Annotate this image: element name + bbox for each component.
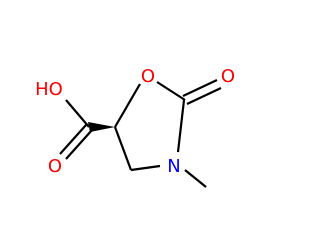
bond-acid-c-oh: [65, 99, 90, 128]
bond-c2-o-double-b: [186, 87, 222, 105]
acid-oxygen-label: O: [48, 156, 62, 177]
ring-nitrogen-label: N: [167, 156, 180, 177]
bond-c2-o-double-a: [182, 79, 218, 97]
bond-acid-c-o-double-a: [59, 124, 87, 155]
bond-n3-methyl: [184, 169, 207, 188]
bond-o1-c2: [156, 81, 186, 101]
bond-c2-n3: [176, 99, 186, 153]
bond-c4-c5: [113, 126, 133, 171]
carbonyl-oxygen-label: O: [221, 66, 235, 87]
bond-acid-c-o-double-b: [65, 129, 93, 160]
molecule-structure: O O N HO O: [35, 66, 235, 188]
stereo-wedge-bond: [88, 122, 115, 132]
acid-hydroxyl-label: HO: [35, 79, 63, 100]
bond-n3-c4: [130, 164, 161, 172]
ring-oxygen-label: O: [141, 66, 155, 87]
bond-c5-o1: [114, 83, 141, 128]
